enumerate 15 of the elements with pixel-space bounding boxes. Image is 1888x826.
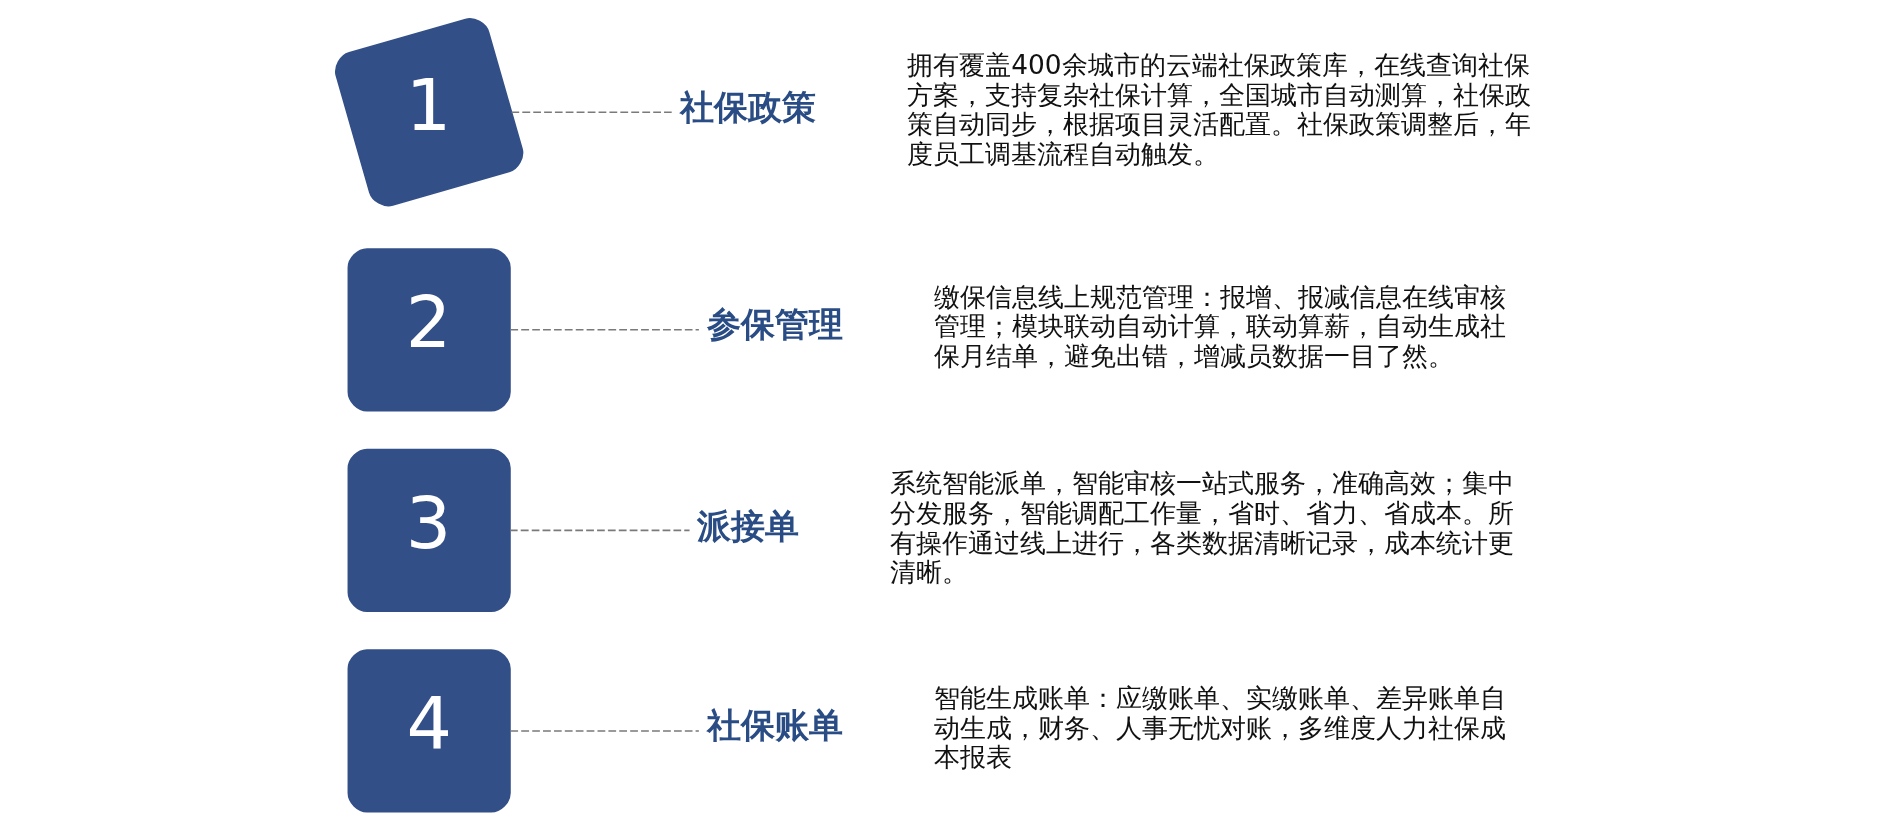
node-box: 4 xyxy=(347,649,511,813)
connector xyxy=(509,730,700,732)
node-label: 拥有覆盖400余城市的云端社保政策库，在线查询社保方案，支持复杂社保计算，全国城市自动测算，社保政策自动同步，根据项目灵活配置。社保政策调整后，年度员工调基流程自动触发。 xyxy=(906,49,1531,169)
node-label: 缴保信息线上规范管理：报增、报减信息在线审核管理；模块联动自动计算，联动算薪，自动生成社保月结单，避免出错，增减员数据一目了然。 xyxy=(933,280,1506,371)
node-text: 参保管理 xyxy=(706,304,843,345)
connector xyxy=(508,529,690,532)
node-box: 2 xyxy=(347,248,511,412)
node-text: 社保政策 xyxy=(679,87,816,128)
connector xyxy=(510,111,674,113)
node-box: 3 xyxy=(347,448,511,612)
node-label: 智能生成账单：应缴账单、实缴账单、差异账单自动生成，财务、人事无忧对账，多维度人力社保成本报表 xyxy=(933,681,1506,773)
connector xyxy=(509,329,700,331)
node-text: 社保账单 xyxy=(706,705,843,746)
node-label: 系统智能派单，智能审核一站式服务，准确高效；集中分发服务，智能调配工作量，省时、省力、省成本。所有操作通过线上进行，各类数据清晰记录，成本统计更清晰。 xyxy=(889,467,1514,588)
node-text: 派接单 xyxy=(696,505,799,546)
